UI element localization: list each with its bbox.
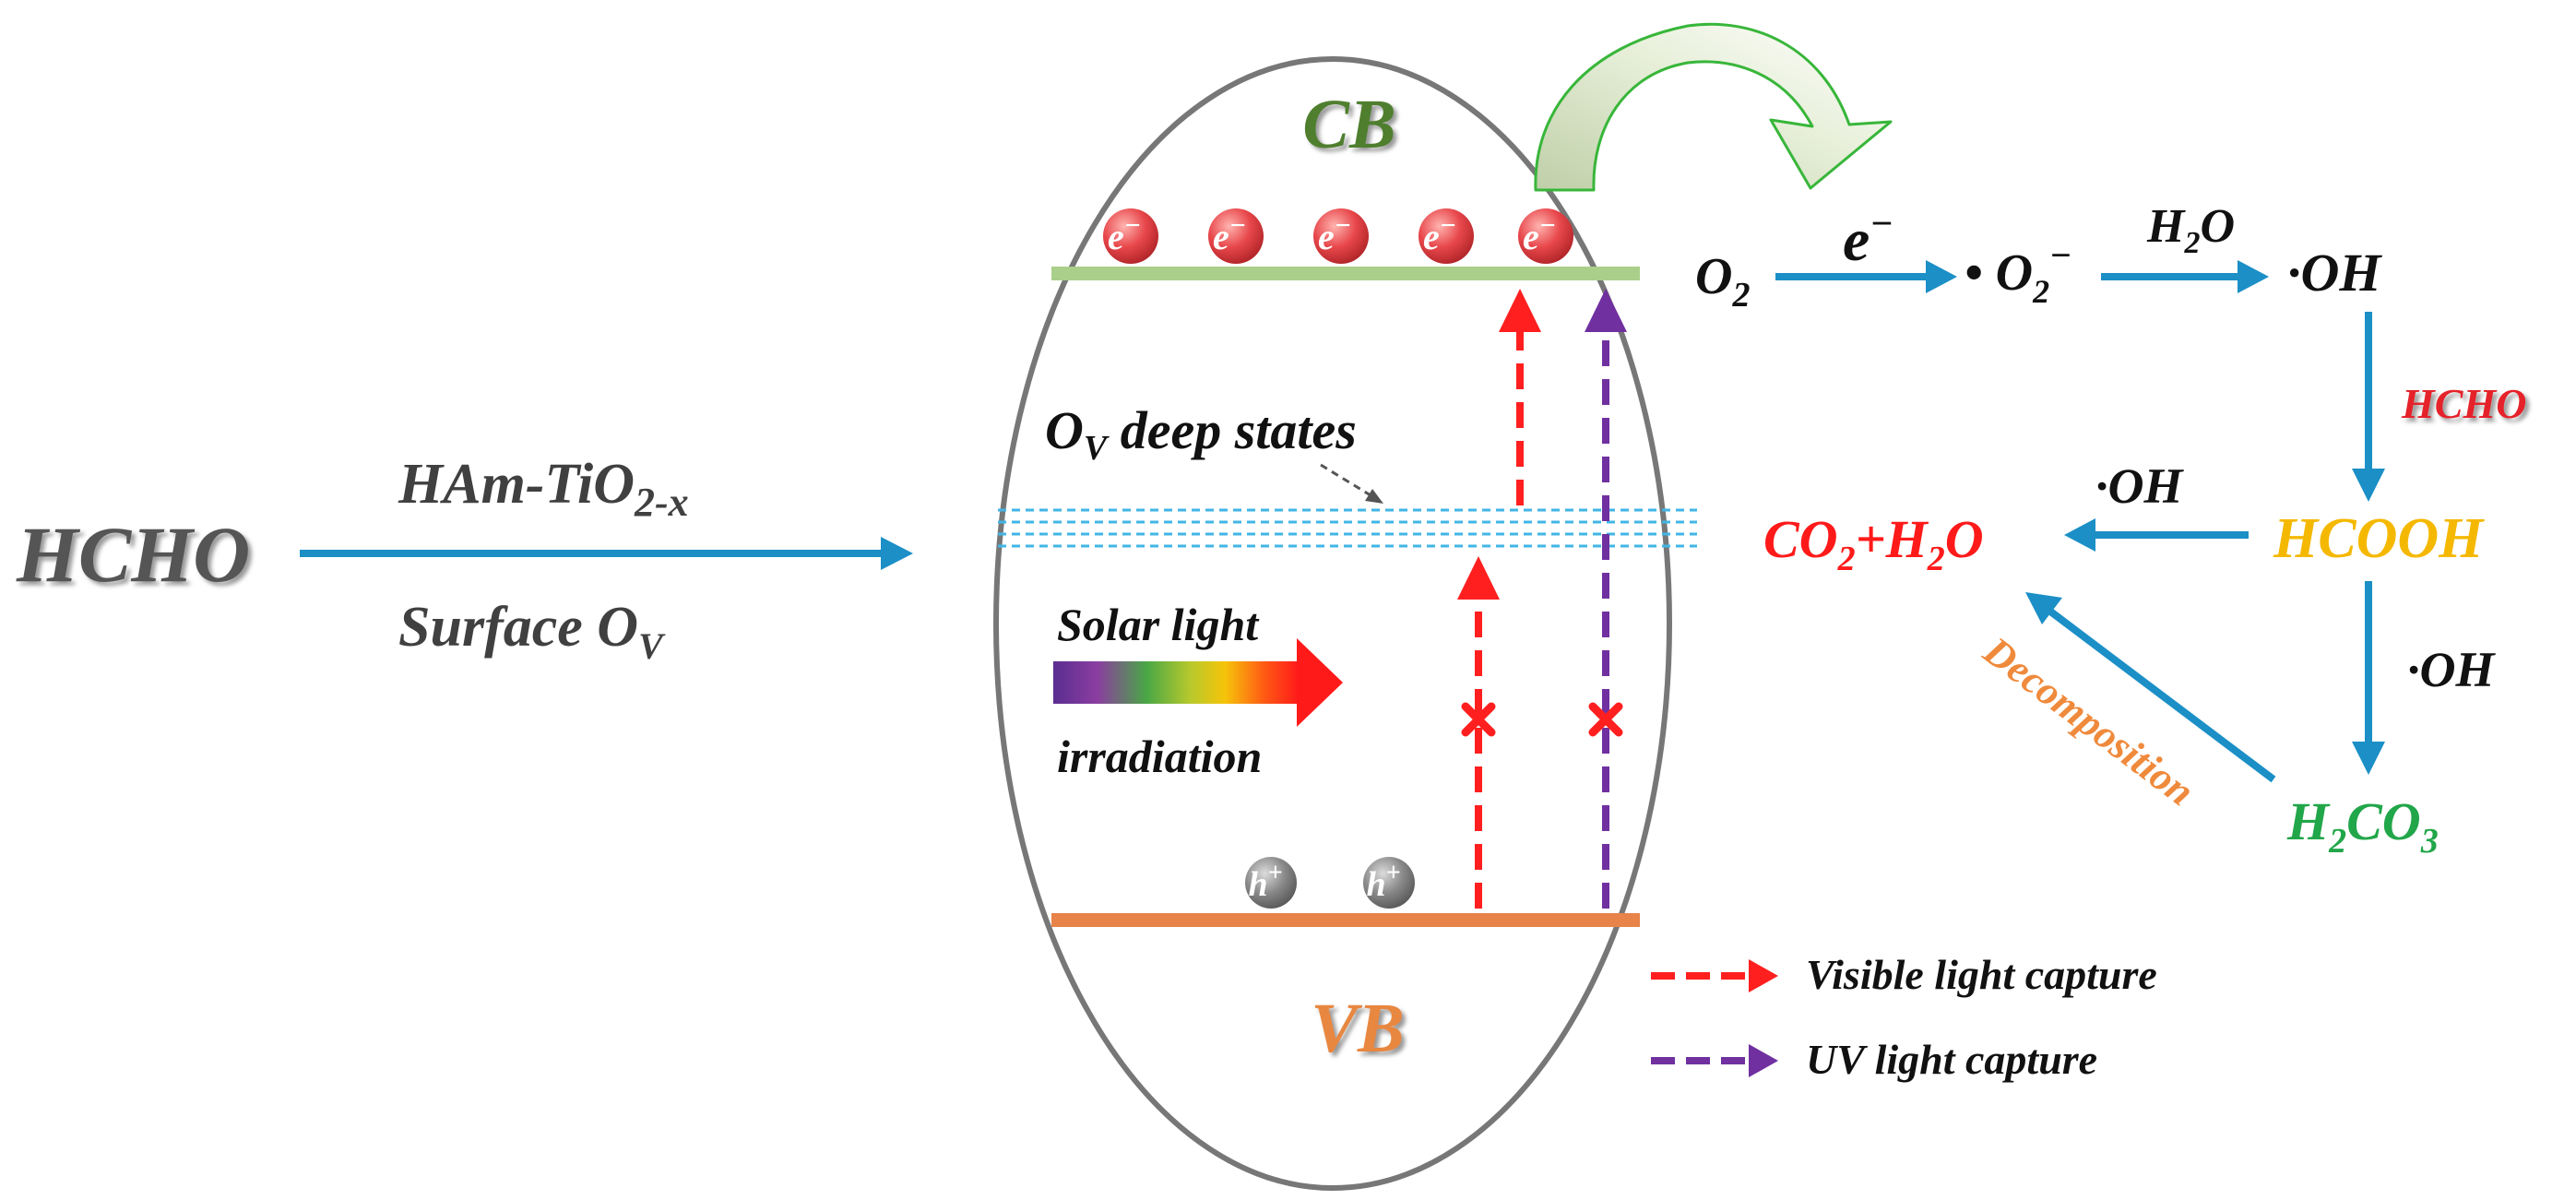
svg-text:e−: e− [1318,210,1351,257]
svg-text:e−: e− [1423,210,1456,257]
decomposition-label: Decomposition [1975,627,2202,814]
electron-transfer-label: e− [1843,203,1893,274]
solar-light-arrow [1053,638,1343,727]
svg-text:h+: h+ [1248,859,1282,904]
surface-ov-label: Surface OV [398,596,666,667]
electron-5: e− [1518,208,1573,264]
solar-light-label: Solar light [1057,599,1260,650]
svg-text:h+: h+ [1366,859,1400,904]
ov-deep-state-lines [998,508,1697,548]
catalyst-label: HAm-TiO2-x [398,453,689,525]
x-mark-uv [1588,702,1623,737]
curved-transfer-arrow [1534,22,1893,192]
o2-species: O2 [1695,248,1750,315]
electron-1: e− [1103,208,1158,264]
legend-visible-arrow [1651,959,1778,992]
legend-uv-arrow [1651,1044,1778,1077]
legend-uv-label: UV light capture [1806,1036,2097,1083]
electron-4: e− [1419,208,1474,264]
ov-pointer-arrow [1320,463,1383,504]
hole-1: h+ [1245,857,1297,909]
catalyst-particle-ellipse [993,56,1672,1191]
arrow-decomposition [2025,592,2276,783]
oh-radical-mid: ·OH [2095,458,2184,514]
arrow-superoxide-to-oh [2101,260,2269,293]
reactant-hcho-label: HCHO [16,510,250,599]
arrow-o2-to-superoxide [1775,260,1957,293]
uv-arrow [1585,289,1627,909]
valence-band [1051,913,1640,927]
superoxide-radical: • O2− [1965,234,2071,310]
svg-text:e−: e− [1213,210,1246,257]
vb-label: VB [1311,990,1404,1067]
irradiation-label: irradiation [1057,731,1262,782]
conduction-band [1051,267,1640,280]
svg-text:e−: e− [1108,210,1141,257]
hcooh-species: HCOOH [2273,507,2485,570]
h2co3-species: H2CO3 [2286,791,2439,861]
oh-radical-bottom: ·OH [2407,642,2496,697]
hcho-reactant-label: HCHO [2401,380,2526,427]
co2-h2o-products: CO2+H2O [1763,509,1984,578]
electron-3: e− [1313,208,1369,264]
cb-label: CB [1302,86,1395,163]
arrow-hcooh-to-co2 [2064,518,2249,552]
svg-text:e−: e− [1523,210,1556,257]
arrow-hcooh-to-h2co3 [2352,581,2385,775]
legend-visible-label: Visible light capture [1806,951,2157,998]
electron-2: e− [1208,208,1264,264]
oh-radical-top: ·OH [2287,243,2382,303]
h2o-label: H2O [2146,200,2235,260]
feed-arrow [300,537,913,570]
x-mark-visible [1461,702,1496,737]
ov-deep-states-label: OV deep states [1045,400,1357,468]
visible-arrow-upper [1499,289,1541,505]
arrow-oh-to-hcooh [2352,312,2385,502]
hole-2: h+ [1363,857,1415,909]
visible-arrow-lower [1457,556,1500,909]
